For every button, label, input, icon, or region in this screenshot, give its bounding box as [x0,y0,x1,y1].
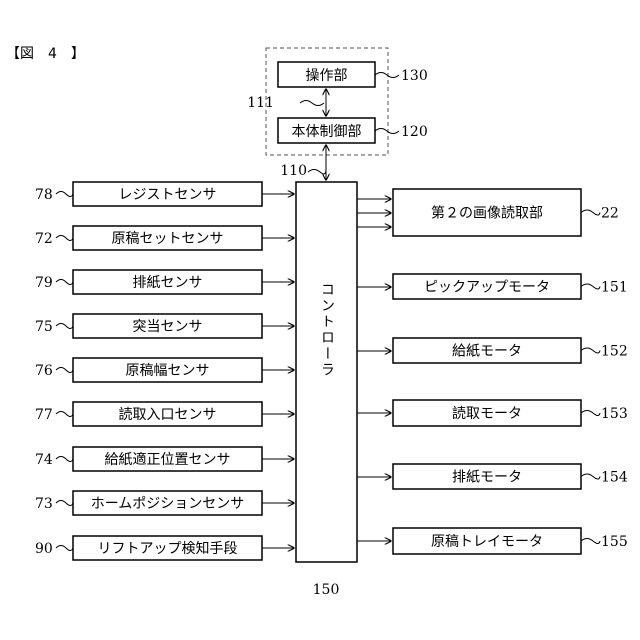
sensor-label: ホームポジションセンサ [91,496,245,512]
sensor-ref: 76 [35,363,53,379]
sensor-ref: 77 [35,407,53,423]
sensor-label: 読取入口センサ [119,406,217,423]
output-2: ピックアップモータ 151 [357,274,628,299]
main-control-unit-label: 本体制御部 [292,124,362,140]
ref-130: 130 [401,68,428,84]
output-label: 第２の画像読取部 [431,205,543,222]
sensor-ref: 73 [35,496,53,512]
output-label: 原稿トレイモータ [431,534,543,550]
sensor-ref-leader [56,546,73,551]
sensor-5: 原稿幅センサ 76 [35,358,294,382]
output-ref: 155 [601,534,628,550]
sensor-ref-leader [56,457,73,462]
controller-label: コントローラ [319,282,335,378]
sensor-label: 排紙センサ [133,275,203,291]
output-ref-leader [581,348,600,353]
output-ref: 153 [601,406,628,422]
sensor-9: リフトアップ検知手段 90 [35,536,294,560]
output-ref-leader [581,411,600,416]
ref-leader-111 [300,101,324,106]
ref-110: 110 [280,163,307,179]
sensor-label: リフトアップ検知手段 [98,540,238,557]
output-ref-leader [581,539,600,544]
sensor-4: 突当センサ 75 [35,314,294,338]
output-4: 読取モータ 153 [357,400,628,426]
sensor-label: 原稿幅センサ [126,363,210,379]
output-5: 排紙モータ 154 [357,464,628,489]
output-ref: 22 [601,206,619,222]
sensor-ref-leader [56,324,73,329]
sensor-label: 突当センサ [133,319,203,335]
output-label: ピックアップモータ [424,280,550,296]
sensor-ref-leader [56,412,73,417]
ref-120: 120 [401,124,428,140]
sensor-ref: 90 [35,541,53,557]
output-ref-leader [581,474,600,479]
sensor-label: レジストセンサ [119,187,217,203]
sensor-ref-leader [56,368,73,373]
sensor-ref-leader [56,280,73,285]
ref-leader-110 [308,169,326,174]
output-label: 給紙モータ [452,344,522,360]
sensor-1: レジストセンサ 78 [35,182,294,206]
sensor-ref: 78 [35,187,53,203]
output-ref-leader [581,210,600,215]
sensor-ref: 75 [35,319,53,335]
sensor-3: 排紙センサ 79 [35,270,294,294]
sensor-label: 給紙適正位置センサ [105,451,231,468]
output-ref: 154 [601,470,628,486]
ref-leader-130 [375,73,399,78]
sensor-7: 給紙適正位置センサ 74 [35,447,294,471]
sensor-ref-leader [56,501,73,506]
sensor-ref-leader [56,192,73,197]
controller-ref: 150 [313,582,340,598]
ref-111: 111 [247,95,274,111]
figure-label: 【図 4 】 [6,46,85,62]
sensor-6: 読取入口センサ 77 [35,402,294,426]
output-label: 読取モータ [452,405,522,422]
output-ref: 152 [601,344,628,360]
operation-unit-label: 操作部 [306,68,348,84]
output-ref-leader [581,284,600,289]
output-ref: 151 [601,280,628,296]
sensor-ref: 72 [35,231,53,247]
sensor-ref-leader [56,236,73,241]
output-label: 排紙モータ [452,470,522,486]
sensor-8: ホームポジションセンサ 73 [35,491,294,515]
sensor-2: 原稿セットセンサ 72 [35,226,294,250]
output-6: 原稿トレイモータ 155 [357,528,628,554]
sensor-ref: 79 [35,275,53,291]
ref-leader-120 [375,129,399,134]
output-group: 第２の画像読取部 22 ピックアップモータ 151 給紙モータ 152 読取モータ 153 排紙… [357,189,628,554]
sensor-ref: 74 [35,452,53,468]
output-3: 給紙モータ 152 [357,338,628,363]
sensor-label: 原稿セットセンサ [112,231,224,247]
output-1: 第２の画像読取部 22 [357,189,619,236]
sensor-group: レジストセンサ 78 原稿セットセンサ 72 排紙センサ 79 突当センサ 75 原稿幅センサ 7… [35,182,294,560]
